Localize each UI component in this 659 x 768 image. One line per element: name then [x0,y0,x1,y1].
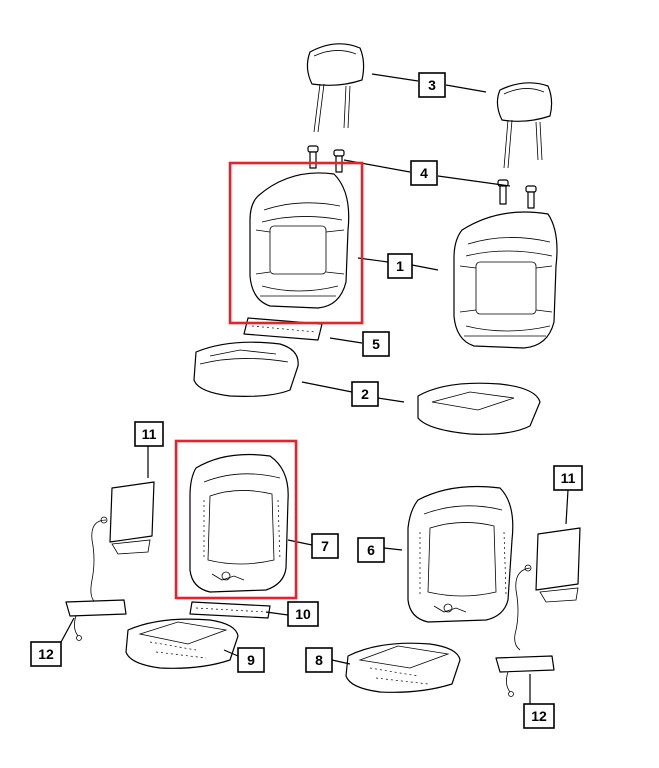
callout-7: 7 [311,533,339,559]
seat-back-cover-left [249,172,350,309]
callout-11-right-label: 11 [561,470,576,486]
callout-11-left-label: 11 [142,426,157,442]
callout-7-label: 7 [321,538,329,554]
callout-5-label: 5 [372,336,380,352]
callout-12-right-label: 12 [531,708,547,724]
callout-2-label: 2 [361,386,369,402]
heater-module-left [90,481,155,605]
seat-back-pad-right [407,485,514,623]
callout-10: 10 [287,601,319,627]
seat-cushion-pad-left [125,618,239,669]
headrest-guides-right [497,179,537,209]
callout-3: 3 [418,72,446,98]
seat-cushion-insert [243,317,323,341]
callout-9: 9 [237,647,265,673]
heater-module-right [514,527,581,651]
callout-9-label: 9 [247,652,255,668]
callout-8-label: 8 [315,652,323,668]
callout-11-left: 11 [134,421,164,447]
callout-10-label: 10 [295,606,311,622]
seat-heater-mat [189,601,271,619]
seat-back-cover-right [453,211,558,349]
callout-1-label: 1 [396,258,404,274]
seat-cushion-cover-left [193,341,299,397]
headrest-guides-left [307,145,345,173]
seat-cushion-cover-right [417,382,541,435]
callout-4-label: 4 [420,165,428,181]
headrest-left [306,43,365,133]
callout-11-right: 11 [553,465,583,491]
callout-2: 2 [351,381,379,407]
highlight-seat-back-pad [174,439,298,600]
callout-4: 4 [410,160,438,186]
headrest-right [496,82,553,169]
callout-6: 6 [357,537,385,563]
callout-12-right: 12 [523,703,555,729]
callout-3-label: 3 [428,77,436,93]
callout-5: 5 [362,331,390,357]
heater-control-left [65,599,127,641]
leader-lines [59,73,569,704]
seat-cushion-pad-right [345,642,461,693]
callout-12-left: 12 [30,641,62,667]
seat-back-pad-left [189,453,289,593]
highlight-seat-back-cover [228,161,364,325]
heater-control-right [495,655,555,697]
callout-1: 1 [387,253,413,279]
callout-6-label: 6 [367,542,375,558]
callout-8: 8 [305,647,333,673]
callout-12-left-label: 12 [38,646,54,662]
